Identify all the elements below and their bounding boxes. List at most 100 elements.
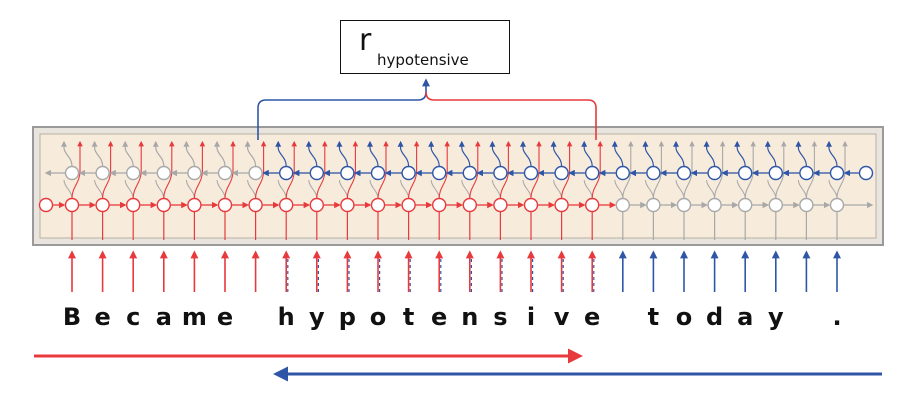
- backward-cell: [370, 165, 386, 181]
- cell-output-curve: [400, 147, 410, 167]
- sentence-character: y: [308, 303, 325, 331]
- forward-cell: [799, 197, 814, 213]
- sentence-character: i: [526, 303, 536, 331]
- backward-cell: [156, 165, 172, 181]
- backward-cell: [340, 165, 355, 181]
- forward-cell: [340, 197, 355, 213]
- cell-output-curve: [614, 147, 624, 167]
- sentence-character: e: [94, 303, 111, 331]
- sentence-character: t: [402, 303, 415, 331]
- backward-cell: [401, 165, 416, 181]
- backward-cell: [615, 165, 630, 181]
- sentence-character: e: [216, 303, 234, 331]
- backward-cell: [768, 165, 783, 181]
- cell-output-curve: [430, 147, 440, 167]
- cell-output-curve: [155, 147, 165, 167]
- cell-output-curve: [797, 147, 807, 167]
- sentence-character: p: [338, 303, 356, 331]
- backward-cell: [309, 165, 324, 181]
- cell-output-curve: [369, 147, 379, 167]
- sentence-character: s: [493, 303, 508, 331]
- cell-output-curve: [216, 147, 226, 167]
- backward-cell: [523, 165, 539, 181]
- cell-output-curve: [522, 147, 532, 167]
- cell-output-curve: [736, 147, 746, 167]
- sentence-character: a: [737, 303, 754, 331]
- forward-cell: [401, 197, 416, 213]
- sentence-character: B: [62, 303, 82, 331]
- backward-cell: [493, 165, 508, 181]
- sentence-character: m: [181, 303, 207, 331]
- sentence-character: o: [369, 303, 387, 331]
- cell-output-curve: [338, 147, 348, 167]
- backward-cell: [738, 165, 753, 181]
- representation-label-box: r hypotensive: [340, 20, 510, 74]
- forward-cell: [493, 197, 508, 213]
- forward-cell: [585, 197, 600, 213]
- rnn-panel-inner: [39, 133, 877, 239]
- sentence-character: e: [431, 303, 448, 331]
- forward-cell: [432, 197, 447, 213]
- sentence-character: y: [767, 303, 784, 331]
- forward-cell: [829, 197, 845, 213]
- input-arrows: [68, 250, 841, 292]
- forward-cell: [309, 197, 324, 213]
- backward-cell: [585, 165, 600, 181]
- cell-output-curve: [675, 147, 685, 167]
- forward-cell: [156, 197, 172, 213]
- sentence-character: c: [126, 303, 141, 331]
- forward-cell: [768, 197, 783, 213]
- backward-cell: [187, 165, 202, 181]
- representation-subscript: hypotensive: [377, 51, 469, 69]
- backward-cell: [125, 165, 141, 181]
- cell-output-curve: [644, 147, 654, 167]
- forward-cell: [738, 197, 753, 213]
- cell-output-curve: [553, 147, 563, 167]
- backward-cell: [64, 165, 80, 181]
- cell-output-curve: [94, 147, 104, 167]
- forward-cell: [187, 197, 202, 213]
- sentence-character: v: [553, 303, 570, 331]
- cell-output-curve: [828, 147, 838, 167]
- sentence-character: o: [675, 303, 693, 331]
- cell-output-curve: [583, 147, 593, 167]
- backward-cell: [829, 165, 845, 181]
- cell-output-curve: [277, 147, 287, 167]
- cell-output-curve: [706, 147, 716, 167]
- cell-output-curve: [308, 147, 318, 167]
- forward-cell: [523, 197, 539, 213]
- sentence-character: d: [706, 303, 724, 331]
- sentence-character: .: [832, 303, 842, 331]
- backward-cell: [279, 165, 294, 181]
- rnn-cells: [38, 140, 874, 240]
- backward-cell: [554, 165, 569, 181]
- representation-symbol: r: [359, 23, 372, 58]
- forward-cell: [646, 197, 661, 213]
- forward-cell: [64, 197, 80, 213]
- cell-output-curve: [491, 147, 501, 167]
- cell-output-curve: [185, 147, 195, 167]
- sentence-character: a: [155, 303, 172, 331]
- forward-cell: [370, 197, 386, 213]
- backward-cell: [646, 165, 661, 181]
- forward-cell: [279, 197, 294, 213]
- backward-cell: [707, 165, 722, 181]
- backward-cell: [676, 165, 692, 181]
- sentence-character: n: [461, 303, 479, 331]
- forward-cell: [554, 197, 569, 213]
- forward-initial-state: [38, 197, 54, 213]
- backward-cell: [248, 165, 263, 181]
- backward-cell: [95, 165, 110, 181]
- forward-cell: [217, 197, 233, 213]
- sentence-character: e: [584, 303, 601, 331]
- forward-cell: [462, 197, 477, 213]
- forward-cell: [676, 197, 692, 213]
- sentence-character: t: [647, 303, 660, 331]
- forward-cell: [95, 197, 110, 213]
- cell-output-curve: [247, 147, 257, 167]
- forward-cell: [125, 197, 141, 213]
- cell-output-curve: [767, 147, 777, 167]
- forward-bracket: [425, 91, 597, 140]
